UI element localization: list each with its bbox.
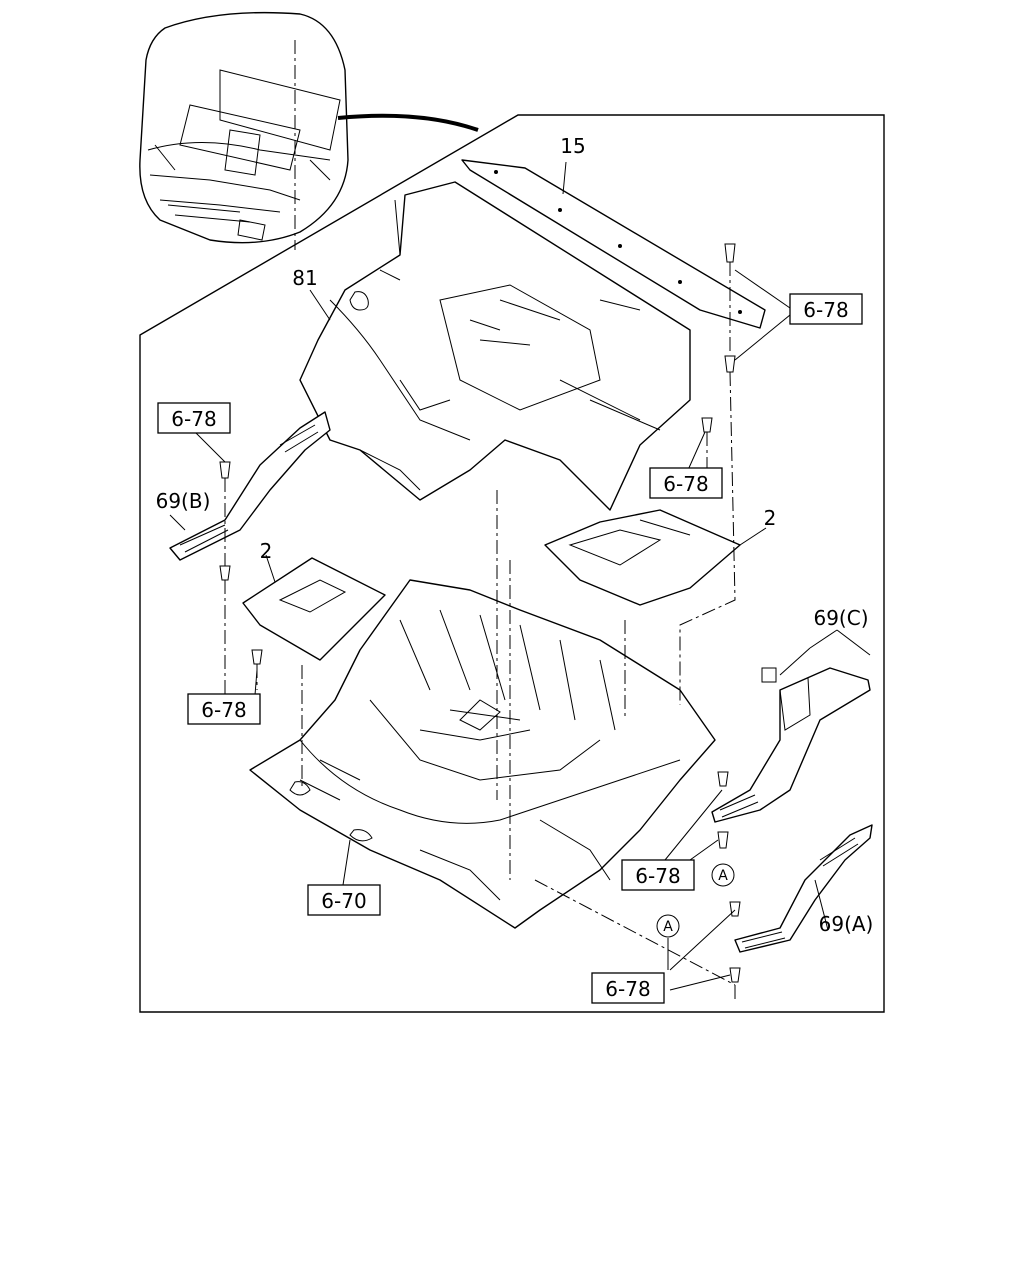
svg-text:6-78: 6-78: [635, 864, 680, 888]
svg-text:A: A: [663, 919, 673, 935]
assembly-lines: [224, 40, 736, 1000]
label-part-15: 15: [560, 134, 585, 158]
ref-box-6-70: 6-70: [307, 884, 381, 916]
label-part-2-right: 2: [764, 506, 777, 530]
label-part-81: 81: [292, 266, 317, 290]
frame-outline: [139, 114, 885, 1013]
ref-box-6-78-right-mid: 6-78: [621, 859, 695, 891]
ref-box-6-78-left-bottom: 6-78: [187, 693, 261, 725]
leader-curve: [337, 113, 479, 132]
svg-text:6-78: 6-78: [803, 298, 848, 322]
label-part-69b: 69(B): [156, 489, 211, 513]
reference-boxes: 6-78 6-78 6-78 6-78 6-78 6-70 6-78: [157, 293, 863, 1004]
svg-text:A: A: [718, 868, 728, 884]
marker-a-right: A: [711, 863, 735, 887]
svg-text:6-78: 6-78: [663, 472, 708, 496]
part-81-tunnel-cover: [299, 181, 691, 511]
circle-markers: A A: [656, 863, 735, 938]
svg-text:6-70: 6-70: [321, 889, 366, 913]
svg-text:6-78: 6-78: [605, 977, 650, 1001]
label-part-69c: 69(C): [813, 606, 868, 630]
part-2-left-mat: [242, 557, 386, 661]
part-69a-step: [734, 824, 873, 953]
part-69c-step: [711, 667, 871, 823]
part-2-right-mat: [544, 509, 741, 606]
ref-box-6-78-center: 6-78: [649, 467, 723, 499]
ref-box-6-78-bottom: 6-78: [591, 972, 665, 1004]
part-6-70-floor-panel: [249, 579, 716, 929]
svg-text:6-78: 6-78: [171, 407, 216, 431]
label-part-2-left: 2: [260, 539, 273, 563]
fasteners: [219, 243, 777, 983]
part-69b-step: [169, 411, 331, 561]
svg-text:6-78: 6-78: [201, 698, 246, 722]
label-part-69a: 69(A): [819, 912, 874, 936]
callout-labels: 15 81 2 2 69(B) 69(C) 69(A): [156, 134, 874, 936]
part-15-rear-panel: [461, 159, 766, 329]
ref-box-6-78-top-right: 6-78: [789, 293, 863, 325]
ref-box-6-78-left-top: 6-78: [157, 402, 231, 434]
marker-a-bottom: A: [656, 914, 680, 938]
leader-lines: [169, 161, 871, 991]
cab-overview: [139, 11, 349, 244]
